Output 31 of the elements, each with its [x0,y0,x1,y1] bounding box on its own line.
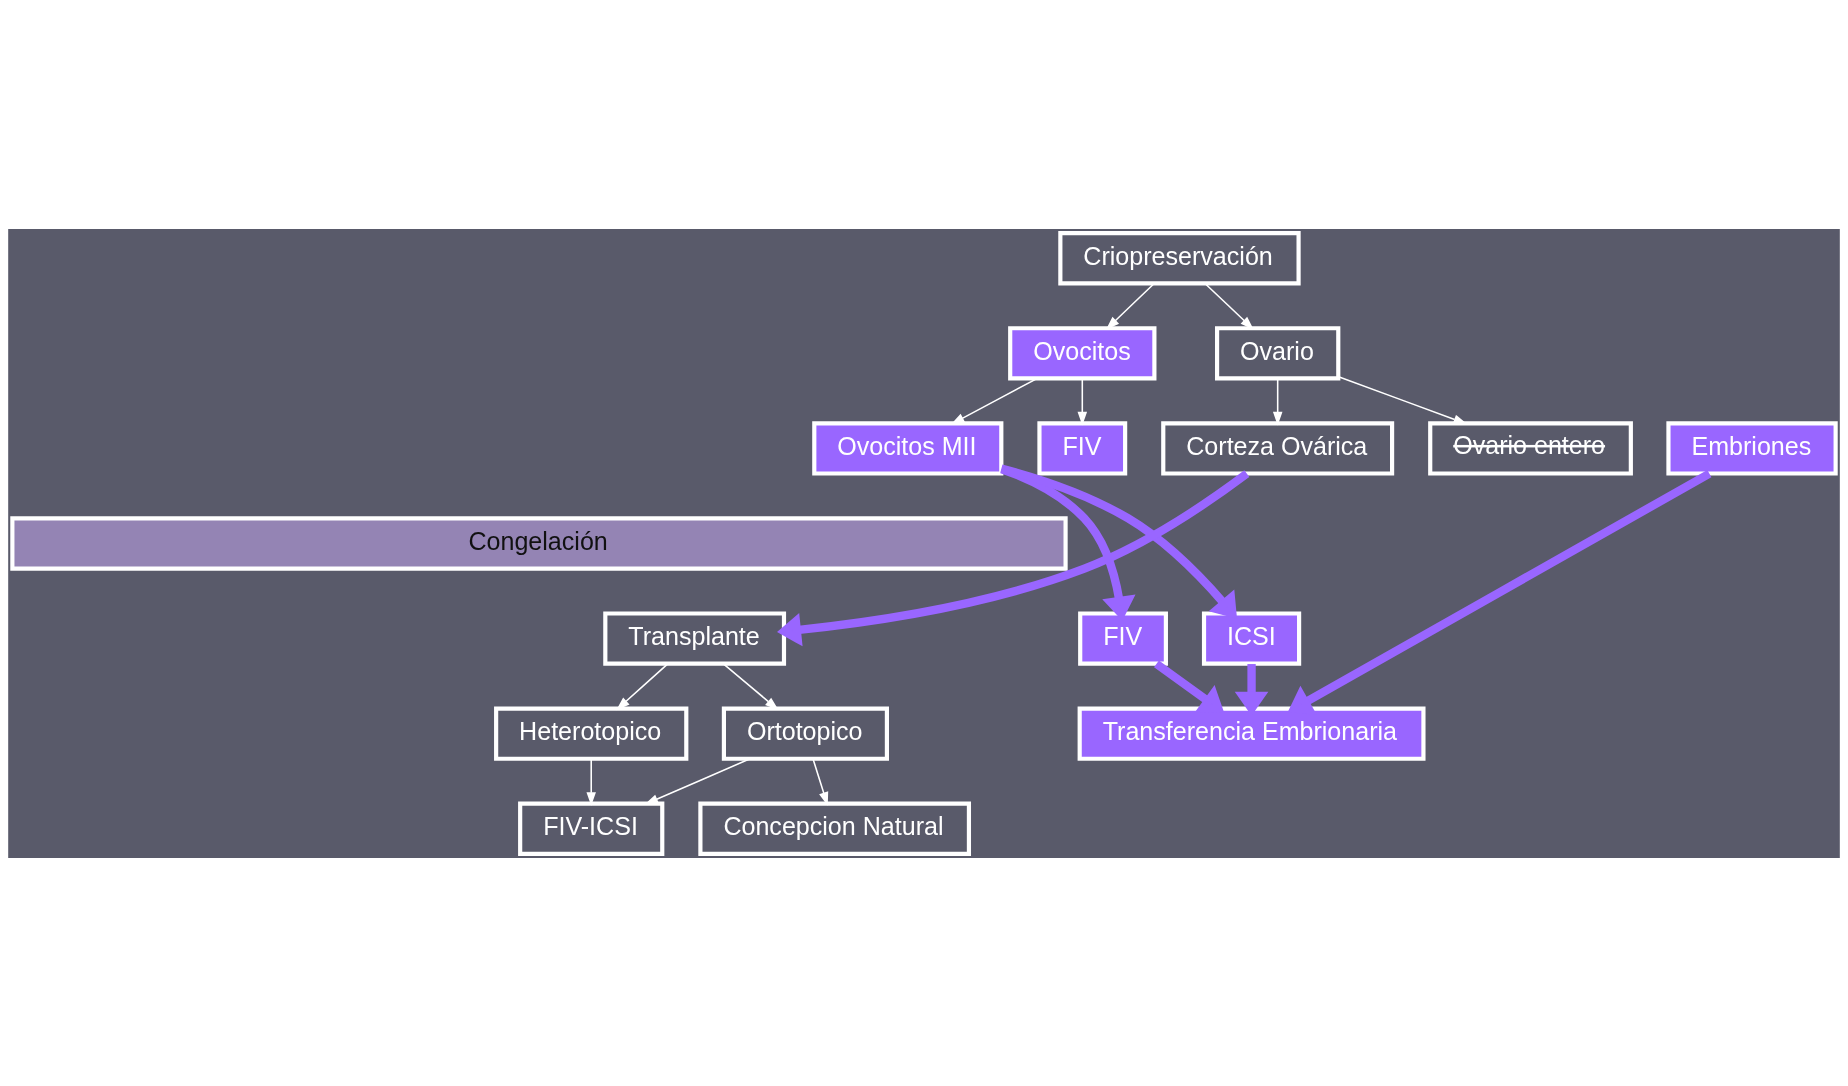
node-box: Congelación [10,515,1068,571]
node-box: Ovocitos [1008,325,1157,380]
node-box: Transplante [603,610,787,666]
arrow [812,757,829,806]
node-box: FIV [1078,610,1168,666]
arrow [616,662,669,710]
node-box: Concepcion Natural [698,801,971,856]
node-box: Ovario [1215,325,1341,380]
arrow [1204,282,1254,330]
arrow [777,469,1250,646]
node-box: Corteza Ovárica [1161,420,1395,476]
arrow [644,757,751,804]
arrow [1154,659,1225,713]
arrow [1000,463,1238,619]
node-box: ICSI [1201,610,1302,666]
node-box: Ortotopico [721,706,889,761]
arrow [1077,377,1088,425]
node-box: Heterotopico [494,706,689,761]
node-box: Embriones [1666,420,1838,476]
node-box: Criopreservación [1058,230,1301,285]
arrow [950,377,1038,424]
arrow [586,757,596,806]
node-box: FIV [1037,420,1128,476]
node-box: Ovocitos MII [812,420,1004,476]
node-box: Transferencia Embrionaria [1077,706,1426,761]
arrow [1337,375,1468,424]
node-box: FIV-ICSI [518,801,665,856]
arrow [1272,377,1283,425]
arrow [1105,282,1155,330]
node-box: Ovario entero [1428,420,1633,476]
arrow [722,662,779,710]
